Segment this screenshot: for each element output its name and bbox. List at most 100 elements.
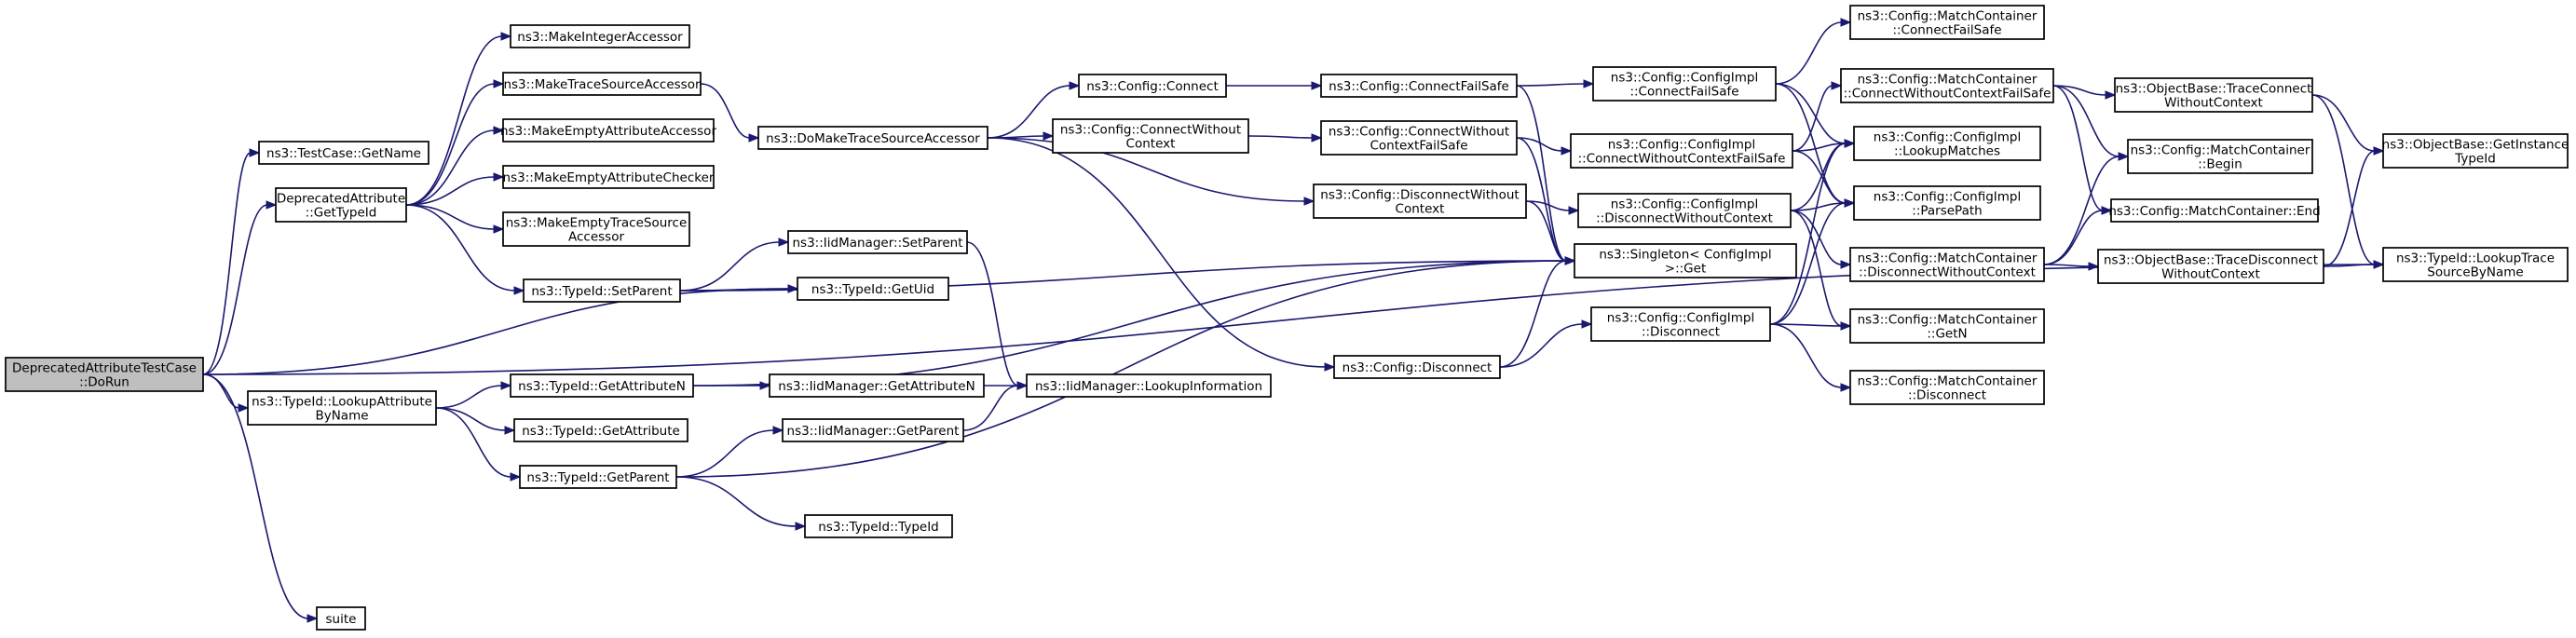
node-box [1574,243,1797,278]
node-box [757,126,988,150]
node-obTraceDisconnectWo[interactable]: ns3::ObjectBase::TraceDisconnectWithoutC… [2097,249,2324,284]
node-mcEnd[interactable]: ns3::Config::MatchContainer::End [2108,198,2321,223]
node-getName[interactable]: ns3::TestCase::GetName [258,141,429,165]
node-getUid[interactable]: ns3::TypeId::GetUid [797,277,949,301]
edge-doMakeTrace-to-cfgConnect [987,81,1081,139]
node-mkEmptyChecker[interactable]: ns3::MakeEmptyAttributeChecker [502,165,715,189]
node-setParent[interactable]: ns3::TypeId::SetParent [523,278,681,303]
node-implLookupMatches[interactable]: ns3::Config::ConfigImpl::LookupMatches [1853,126,2041,161]
node-cfgConnectWoFs[interactable]: ns3::Config::ConnectWithoutContextFailSa… [1320,120,1518,156]
node-box [1320,74,1518,98]
arrowhead [2373,260,2385,269]
node-obTraceConnectWo[interactable]: ns3::ObjectBase::TraceConnectWithoutCont… [2114,77,2313,113]
node-getAttr[interactable]: ns3::TypeId::GetAttribute [513,418,688,442]
node-box [502,165,715,189]
node-box [1590,306,1771,342]
node-typeIdCtor[interactable]: ns3::TypeId::TypeId [804,514,953,538]
node-mkTrace[interactable]: ns3::MakeTraceSourceAccessor [502,72,702,96]
node-doMakeTrace[interactable]: ns3::DoMakeTraceSourceAccessor [757,126,988,150]
node-mcGetN[interactable]: ns3::Config::MatchContainer::GetN [1849,308,2045,344]
node-box [523,278,681,303]
node-iidSetParent[interactable]: ns3::IidManager::SetParent [787,230,968,254]
arrowhead [510,472,522,482]
node-doRun[interactable]: DeprecatedAttributeTestCase::DoRun [5,357,204,392]
node-mkEmptyAttr[interactable]: ns3::MakeEmptyAttributeAccessor [500,118,716,143]
node-label: ns3::MakeEmptyAttributeAccessor [500,124,716,139]
node-box [513,418,688,442]
node-mcConnectWoFs[interactable]: ns3::Config::MatchContainer::ConnectWith… [1840,68,2054,103]
node-box [2382,133,2569,169]
node-label: Accessor [568,230,624,245]
node-label: ns3::Singleton< ConfigImpl [1599,248,1771,263]
node-label: ::Begin [2198,157,2242,172]
edge-doRun-to-lookupAttr [202,373,250,413]
node-iidLookupInfo[interactable]: ns3::IidManager::LookupInformation [1026,373,1272,398]
node-label: ns3::Config::ConfigImpl [1611,71,1758,86]
edge-setParent-to-iidSetParent [679,238,790,292]
edge-implDisconnectWo-to-mcGetN [1790,210,1852,331]
node-label: suite [326,612,357,627]
node-iidGetParent[interactable]: ns3::IidManager::GetParent [782,418,964,442]
node-getTypeId[interactable]: DeprecatedAttribute::GetTypeId [275,187,407,223]
node-cfgConnectFs[interactable]: ns3::Config::ConnectFailSafe [1320,74,1518,98]
node-cfgConnectWo[interactable]: ns3::Config::ConnectWithoutContext [1052,118,1249,154]
node-cfgDisconnectWo[interactable]: ns3::Config::DisconnectWithoutContext [1313,183,1527,219]
edge-cfgConnectWo-to-cfgConnectWoFs [1247,133,1323,143]
node-implDisconnect[interactable]: ns3::Config::ConfigImpl::Disconnect [1590,306,1771,342]
node-suite[interactable]: suite [316,606,366,631]
node-label: ns3::Config::MatchContainer [1858,313,2038,328]
arrowhead [748,133,760,143]
node-box [804,514,953,538]
node-box [1592,66,1777,102]
arrowhead [2373,146,2385,156]
edge-mkTrace-to-doMakeTrace [700,83,760,143]
node-mcConnectFs[interactable]: ns3::Config::MatchContainer::ConnectFail… [1849,5,2045,40]
node-getParent[interactable]: ns3::TypeId::GetParent [519,465,677,489]
node-box [247,390,437,426]
node-mcBegin[interactable]: ns3::Config::MatchContainer::Begin [2127,139,2313,174]
node-label: ns3::IidManager::GetAttributeN [778,379,975,394]
edge-mcDisconnectWo-to-obTraceDisconnectWo [2043,262,2100,271]
node-label: ns3::Config::ConnectWithout [1329,125,1509,140]
arrowhead [493,224,505,234]
edge-implDisconnect-to-mcDisconnect [1769,323,1852,392]
node-box [1849,247,2045,282]
arrowhead [1583,79,1595,88]
node-implParsePath[interactable]: ns3::Config::ConfigImpl::ParsePath [1853,185,2041,221]
edges-layer [202,18,2385,623]
arrowhead [1831,81,1843,90]
arrowhead [795,522,807,531]
node-label: ::Disconnect [1908,388,1986,403]
node-iidGetAttrN[interactable]: ns3::IidManager::GetAttributeN [769,373,985,398]
node-cfgConnect[interactable]: ns3::Config::Connect [1078,74,1227,98]
node-label: Context [1396,202,1445,217]
node-mcDisconnect[interactable]: ns3::Config::MatchContainer::Disconnect [1849,370,2045,405]
edge-getParent-to-typeIdCtor [675,476,807,531]
node-mcDisconnectWo[interactable]: ns3::Config::MatchContainer::DisconnectW… [1849,247,2045,282]
node-label: WithoutContext [2164,96,2263,111]
node-implConnectFs[interactable]: ns3::Config::ConfigImpl::ConnectFailSafe [1592,66,1777,102]
node-box [316,606,366,631]
arrowhead [1844,139,1856,148]
node-box [2114,77,2313,113]
node-label: ns3::Config::MatchContainer [1858,9,2038,24]
node-implDisconnectWo[interactable]: ns3::Config::ConfigImpl::DisconnectWitho… [1577,193,1792,228]
node-label: ::DisconnectWithoutContext [1859,265,2036,280]
node-box [1849,5,2045,40]
arrowhead [1840,383,1852,392]
edge-getTypeId-to-mkEmptyTrace [405,204,505,234]
node-singletonGet[interactable]: ns3::Singleton< ConfigImpl >::Get [1574,243,1797,278]
arrowhead [1311,81,1323,90]
node-getAttrN[interactable]: ns3::TypeId::GetAttributeN [510,373,694,398]
node-box [1052,118,1249,154]
node-implConnectWoFs[interactable]: ns3::Config::ConfigImpl::ConnectWithoutC… [1570,133,1793,169]
node-mkInt[interactable]: ns3::MakeIntegerAccessor [510,24,690,48]
node-cfgDisconnect[interactable]: ns3::Config::Disconnect [1333,355,1501,379]
node-label: ns3::DoMakeTraceSourceAccessor [766,131,980,146]
node-label: ::ConnectWithoutContextFailSafe [1844,87,2051,102]
edge-lookupAttr-to-getParent [435,407,522,482]
